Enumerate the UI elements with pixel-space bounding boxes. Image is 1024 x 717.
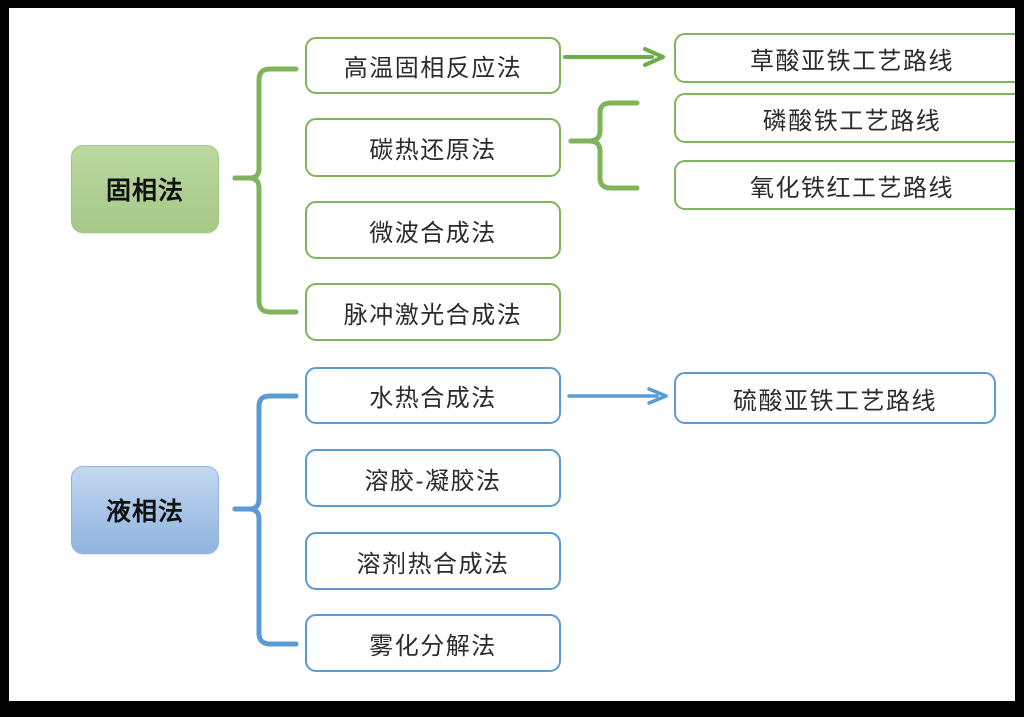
method-node-microwave-synthesis[interactable]: 微波合成法 xyxy=(305,201,561,259)
green-sub-brace-upper xyxy=(568,100,640,144)
route-node-ferrous-oxalate-label: 草酸亚铁工艺路线 xyxy=(750,47,954,75)
route-node-iron-phosphate[interactable]: 磷酸铁工艺路线 xyxy=(674,93,1015,143)
route-node-ferrous-sulfate-label: 硫酸亚铁工艺路线 xyxy=(733,387,937,415)
route-node-ferrous-sulfate[interactable]: 硫酸亚铁工艺路线 xyxy=(674,372,996,424)
route-node-iron-oxide-red-label: 氧化铁红工艺路线 xyxy=(750,174,954,202)
root-node-solid-phase[interactable]: 固相法 xyxy=(71,145,219,233)
method-node-solvothermal-synthesis-label: 溶剂热合成法 xyxy=(356,550,510,578)
blue-main-brace-upper xyxy=(232,393,299,512)
method-node-carbothermal-reduction[interactable]: 碳热还原法 xyxy=(305,118,561,177)
method-node-sol-gel-label: 溶胶-凝胶法 xyxy=(364,467,502,495)
root-node-solid-phase-label: 固相法 xyxy=(105,177,184,205)
root-node-liquid-phase[interactable]: 液相法 xyxy=(71,466,219,554)
green-main-brace xyxy=(232,66,299,181)
route-node-ferrous-oxalate[interactable]: 草酸亚铁工艺路线 xyxy=(674,33,1015,83)
method-node-high-temp-solid-state-label: 高温固相反应法 xyxy=(343,55,523,82)
method-node-hydrothermal-synthesis-label: 水热合成法 xyxy=(369,385,497,412)
diagram-canvas: 固相法 高温固相反应法 碳热还原法 微波合成法 脉冲激光合成法 草酸亚铁工艺路线… xyxy=(9,8,1015,701)
blue-arrow-head-icon xyxy=(647,387,668,405)
method-node-solvothermal-synthesis[interactable]: 溶剂热合成法 xyxy=(305,532,561,590)
method-node-microwave-synthesis-label: 微波合成法 xyxy=(369,219,497,247)
green-arrow-head-icon xyxy=(643,47,665,67)
green-main-brace-lower xyxy=(232,175,299,315)
route-node-iron-oxide-red[interactable]: 氧化铁红工艺路线 xyxy=(674,160,1015,210)
green-sub-brace-lower xyxy=(568,138,640,191)
method-node-pulsed-laser-synthesis[interactable]: 脉冲激光合成法 xyxy=(305,283,561,341)
root-node-liquid-phase-label: 液相法 xyxy=(105,498,184,526)
method-node-sol-gel[interactable]: 溶胶-凝胶法 xyxy=(305,449,561,507)
method-node-spray-decomposition[interactable]: 雾化分解法 xyxy=(305,614,561,672)
method-node-spray-decomposition-label: 雾化分解法 xyxy=(369,632,497,660)
blue-main-brace-lower xyxy=(232,506,299,647)
method-node-hydrothermal-synthesis[interactable]: 水热合成法 xyxy=(305,367,561,424)
method-node-pulsed-laser-synthesis-label: 脉冲激光合成法 xyxy=(343,301,523,329)
method-node-high-temp-solid-state[interactable]: 高温固相反应法 xyxy=(305,37,561,94)
method-node-carbothermal-reduction-label: 碳热还原法 xyxy=(369,137,497,164)
route-node-iron-phosphate-label: 磷酸铁工艺路线 xyxy=(762,107,942,135)
